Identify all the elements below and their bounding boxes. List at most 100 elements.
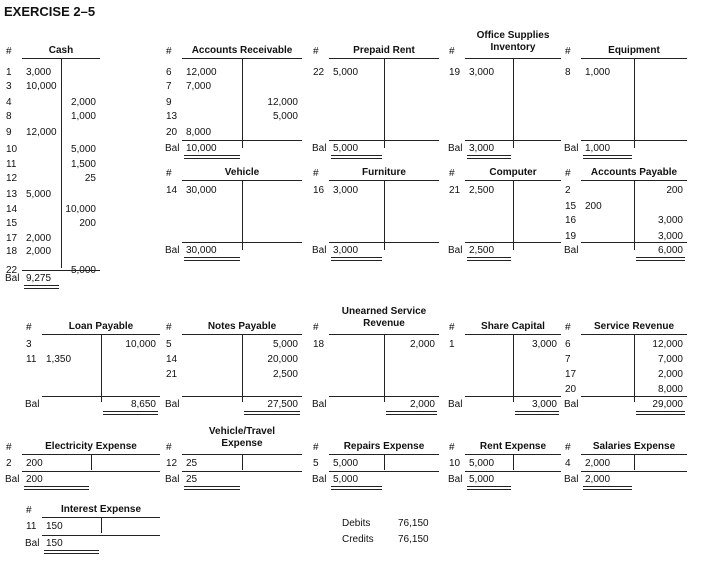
balance-rule-loan-payable [42, 396, 160, 397]
ref-cash: 13 [6, 189, 18, 200]
balance-underline-unearned-service-revenue [386, 411, 437, 415]
t-stem-computer [513, 180, 514, 250]
debit-furniture: 3,000 [333, 185, 359, 196]
ref-header-accounts-receivable: # [166, 46, 172, 57]
balance-furniture: 3,000 [333, 245, 359, 256]
balance-underline-prepaid-rent [331, 155, 382, 159]
balance-underline-salaries-expense [583, 486, 632, 490]
credits-total-label: Credits [342, 534, 374, 545]
exercise-title: EXERCISE 2–5 [4, 4, 96, 19]
ref-notes-payable: 14 [166, 354, 178, 365]
balance-rule-unearned-service-revenue [329, 396, 439, 397]
credit-service-revenue: 2,000 [657, 369, 683, 380]
t-stem-loan-payable [101, 334, 102, 402]
bal-label-loan-payable: Bal [25, 399, 40, 410]
balance-underline-cash [24, 285, 59, 289]
balance-service-revenue: 29,000 [652, 399, 683, 410]
balance-underline-equipment [583, 155, 632, 159]
t-stem-furniture [384, 180, 385, 250]
ref-accounts-receivable: 9 [166, 97, 172, 108]
balance-vehicle: 30,000 [186, 245, 217, 256]
balance-underline-accounts-receivable [184, 155, 240, 159]
bal-label-cash: Bal [5, 273, 20, 284]
credit-cash: 1,000 [70, 111, 96, 122]
balance-underline-notes-payable [244, 411, 300, 415]
debit-cash: 3,000 [26, 67, 52, 78]
bal-label-share-capital: Bal [448, 399, 463, 410]
account-title-accounts-payable: Accounts Payable [590, 167, 678, 178]
t-stem-electricity-expense [91, 454, 92, 470]
debit-accounts-payable: 200 [585, 201, 602, 212]
debit-office-supplies: 3,000 [469, 67, 495, 78]
balance-repairs-expense: 5,000 [333, 474, 359, 485]
account-title-share-capital: Share Capital [481, 321, 545, 332]
balance-underline-repairs-expense [331, 486, 382, 490]
debit-vehicle: 30,000 [186, 185, 217, 196]
debits-total-label: Debits [342, 518, 371, 529]
ref-service-revenue: 20 [565, 384, 577, 395]
ref-share-capital: 1 [449, 339, 455, 350]
ref-cash: 9 [6, 127, 12, 138]
debit-cash: 2,000 [26, 246, 52, 257]
ref-cash: 3 [6, 81, 12, 92]
balance-rule-furniture [329, 242, 439, 243]
bal-label-vehicle-travel-expense: Bal [165, 474, 180, 485]
bal-label-accounts-receivable: Bal [165, 143, 180, 154]
account-title-computer: Computer [489, 167, 537, 178]
debit-rent-expense: 5,000 [469, 458, 495, 469]
ref-accounts-receivable: 6 [166, 67, 172, 78]
ref-service-revenue: 6 [565, 339, 571, 350]
debit-accounts-receivable: 8,000 [186, 127, 212, 138]
balance-underline-furniture [331, 257, 382, 261]
t-stem-cash [61, 58, 62, 268]
bal-label-notes-payable: Bal [165, 399, 180, 410]
bal-label-unearned-service-revenue: Bal [312, 399, 327, 410]
balance-underline-office-supplies [467, 155, 511, 159]
t-stem-unearned-service-revenue [384, 334, 385, 402]
ref-header-furniture: # [313, 168, 319, 179]
bal-label-electricity-expense: Bal [5, 474, 20, 485]
ref-accounts-receivable: 13 [166, 111, 178, 122]
balance-rule-prepaid-rent [329, 140, 439, 141]
t-stem-accounts-receivable [242, 58, 243, 148]
balance-underline-computer [467, 257, 511, 261]
debit-salaries-expense: 2,000 [585, 458, 611, 469]
ref-interest-expense: 11 [26, 521, 37, 532]
ref-header-office-supplies: # [449, 46, 455, 57]
balance-rule-interest-expense [42, 535, 160, 536]
ref-electricity-expense: 2 [6, 458, 12, 469]
balance-rent-expense: 5,000 [469, 474, 495, 485]
ref-prepaid-rent: 22 [313, 67, 325, 78]
t-stem-service-revenue [634, 334, 635, 402]
balance-underline-electricity-expense [24, 486, 89, 490]
account-title-service-revenue: Service Revenue [593, 321, 675, 332]
debit-cash: 12,000 [26, 127, 57, 138]
ref-vehicle: 14 [166, 185, 178, 196]
account-title-furniture: Furniture [362, 167, 406, 178]
ref-cash: 17 [6, 233, 18, 244]
balance-equipment: 1,000 [585, 143, 611, 154]
ref-header-loan-payable: # [26, 322, 32, 333]
balance-rule-share-capital [465, 396, 561, 397]
credit-cash: 200 [79, 218, 96, 229]
account-title-equipment: Equipment [608, 45, 660, 56]
debit-cash: 10,000 [26, 81, 57, 92]
debit-cash: 2,000 [26, 233, 52, 244]
t-stem-office-supplies [513, 58, 514, 148]
ref-furniture: 16 [313, 185, 325, 196]
credit-loan-payable: 10,000 [125, 339, 156, 350]
ref-loan-payable: 11 [26, 354, 37, 365]
balance-salaries-expense: 2,000 [585, 474, 611, 485]
bal-label-prepaid-rent: Bal [312, 143, 327, 154]
balance-cash: 9,275 [26, 273, 52, 284]
debit-computer: 2,500 [469, 185, 495, 196]
t-stem-accounts-payable [634, 180, 635, 250]
balance-underline-vehicle-travel-expense [184, 486, 240, 490]
t-stem-salaries-expense [634, 454, 635, 470]
ref-header-electricity-expense: # [6, 442, 12, 453]
ref-cash: 4 [6, 97, 12, 108]
ref-computer: 21 [449, 185, 461, 196]
ref-header-vehicle-travel-expense: # [166, 442, 172, 453]
